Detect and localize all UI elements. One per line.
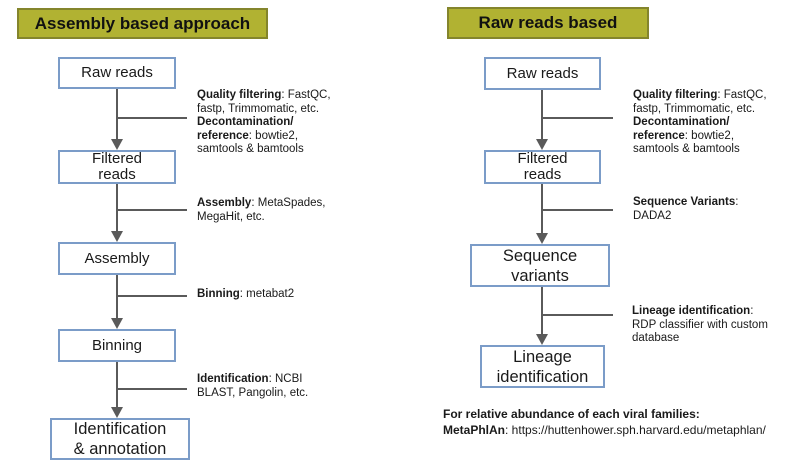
text-line: Lineage identification: (632, 305, 754, 317)
metaphlan-footnote: For relative abundance of each viral fam… (443, 406, 798, 438)
text-line: reference: bowtie2, (633, 129, 735, 142)
text-line: For relative abundance of each viral fam… (443, 407, 700, 421)
text-line: samtools & bamtools (633, 143, 740, 155)
right-branch-line-1 (542, 117, 613, 119)
left-connector-4 (116, 362, 118, 407)
right-annotation-lineage-identification: Lineage identification:RDP classifier wi… (632, 305, 800, 346)
left-annotation-quality-filtering: Quality filtering: FastQC,fastp, Trimmom… (197, 89, 372, 157)
right-connector-2 (541, 184, 543, 233)
left-box-assembly: Assembly (58, 242, 176, 275)
text-line: MetaPhlAn: https://huttenhower.sph.harva… (443, 423, 766, 437)
right-arrowhead-2 (536, 233, 548, 244)
right-branch-line-3 (542, 314, 613, 316)
text-line: database (632, 332, 680, 344)
left-arrowhead-4 (111, 407, 123, 418)
text-line: MegaHit, etc. (197, 210, 265, 223)
text-line: Quality filtering: FastQC, (633, 89, 767, 101)
left-connector-1 (116, 89, 118, 139)
text-line: reference: bowtie2, (197, 129, 299, 142)
text-line: Decontamination/ (633, 116, 730, 128)
left-box-filtered-reads: Filtered reads (58, 150, 176, 184)
right-box-sequence-variants: Sequence variants (470, 244, 610, 287)
right-arrowhead-3 (536, 334, 548, 345)
text-line: Binning: metabat2 (197, 288, 295, 300)
left-branch-line-1 (117, 117, 187, 119)
right-connector-3 (541, 287, 543, 334)
text-line: fastp, Trimmomatic, etc. (633, 102, 756, 115)
left-arrowhead-1 (111, 139, 123, 150)
text-line: Assembly: MetaSpades, (197, 197, 326, 209)
right-box-filtered-reads: Filtered reads (484, 150, 601, 184)
text-line: BLAST, Pangolin, etc. (197, 386, 309, 399)
right-box-raw-reads: Raw reads (484, 57, 601, 90)
left-arrowhead-2 (111, 231, 123, 242)
text-line: fastp, Trimmomatic, etc. (197, 102, 320, 115)
text-line: Decontamination/ (197, 116, 294, 128)
text-line: Identification: NCBI (197, 373, 303, 385)
right-arrowhead-1 (536, 139, 548, 150)
right-diagram-title: Raw reads based (447, 7, 649, 39)
text-line: DADA2 (633, 209, 672, 222)
text-line: Sequence Variants: (633, 196, 739, 208)
left-connector-2 (116, 184, 118, 231)
left-branch-line-2 (117, 209, 187, 211)
left-annotation-binning: Binning: metabat2 (197, 288, 372, 302)
left-arrowhead-3 (111, 318, 123, 329)
right-annotation-quality-filtering: Quality filtering: FastQC,fastp, Trimmom… (633, 89, 800, 157)
right-annotation-sequence-variants: Sequence Variants:DADA2 (633, 196, 800, 223)
left-annotation-assembly: Assembly: MetaSpades,MegaHit, etc. (197, 197, 372, 224)
left-branch-line-3 (117, 295, 187, 297)
right-connector-1 (541, 90, 543, 139)
right-branch-line-2 (542, 209, 613, 211)
text-line: Quality filtering: FastQC, (197, 89, 331, 101)
left-box-binning: Binning (58, 329, 176, 362)
text-line: RDP classifier with custom (632, 318, 768, 331)
right-box-lineage-identification: Lineage identification (480, 345, 605, 388)
left-box-raw-reads: Raw reads (58, 57, 176, 89)
left-diagram-title: Assembly based approach (17, 8, 268, 39)
text-line: samtools & bamtools (197, 143, 304, 155)
left-branch-line-4 (117, 388, 187, 390)
left-box-identification-annotation: Identification & annotation (50, 418, 190, 460)
